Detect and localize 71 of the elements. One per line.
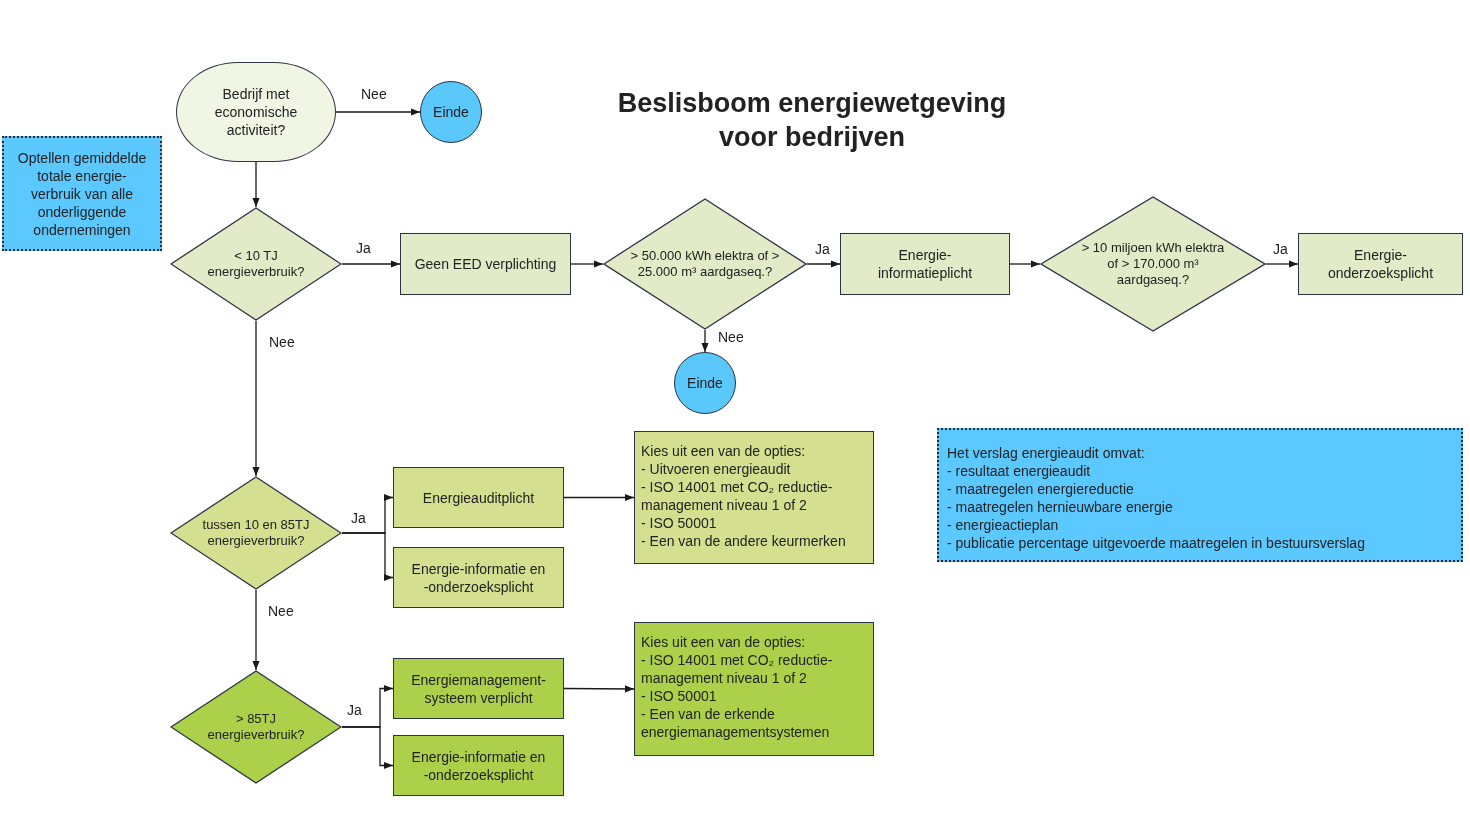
- process-box: [393, 467, 564, 528]
- list-item: - maatregelen hernieuwbare energie: [947, 498, 1173, 516]
- process-box: [393, 547, 564, 608]
- step-label: Energieauditplicht: [421, 488, 536, 507]
- question-text: > 10 miljoen kWh elektra of > 170.000 m³ aardgaseq.?: [1080, 240, 1226, 288]
- list-item: - ISO 50001: [641, 687, 717, 705]
- list-heading: Kies uit een van de opties:: [641, 442, 806, 460]
- step-label: Energiemanagement- systeem verplicht: [410, 670, 547, 707]
- arrow: [701, 329, 709, 353]
- process-box: [400, 233, 571, 295]
- arrow: [341, 260, 401, 268]
- question-text: > 85TJ energieverbruik?: [206, 711, 306, 743]
- list-item: - publicatie percentage uitgevoerde maatregelen in bestuursverslag: [947, 534, 1365, 552]
- arrow: [252, 320, 260, 477]
- process-box: [840, 233, 1010, 295]
- arrow: [1009, 260, 1041, 268]
- note-box: [2, 136, 162, 251]
- options-box: [634, 622, 874, 756]
- decision-diamond: [170, 207, 342, 321]
- process-box: [1298, 233, 1463, 295]
- decision-diamond: [170, 670, 342, 784]
- end-label: Einde: [687, 374, 723, 392]
- question-text: > 50.000 kWh elektra of > 25.000 m³ aardgaseq.?: [630, 248, 780, 280]
- step-label: Energie- informatieplicht: [876, 246, 974, 282]
- list-item: - ISO 14001 met CO₂ reductie- management niveau 1 of 2: [641, 651, 834, 687]
- arrow: [341, 726, 394, 770]
- edge-label: Ja: [1271, 241, 1290, 257]
- end-label: Einde: [433, 103, 469, 121]
- list-heading: Kies uit een van de opties:: [641, 633, 806, 651]
- list-item: - Een van de andere keurmerken: [641, 532, 846, 550]
- edge-label: Nee: [359, 86, 389, 102]
- edge-label: Nee: [267, 334, 297, 350]
- question-text: Bedrijf met economische activiteit?: [213, 85, 299, 139]
- decision-diamond: [603, 198, 807, 330]
- list-item: - Een van de erkende energiemanagementsystemen: [641, 705, 831, 741]
- step-label: Energie- onderzoeksplicht: [1326, 246, 1435, 282]
- list-item: - ISO 14001 met CO₂ reductie- management niveau 1 of 2: [641, 478, 834, 514]
- note-text: Optellen gemiddelde totale energie- verbruik van alle onderliggende ondernemingen: [16, 148, 148, 239]
- list-item: - energieactieplan: [947, 516, 1059, 534]
- arrow: [563, 685, 635, 693]
- arrow: [563, 493, 635, 502]
- arrow: [341, 532, 394, 582]
- arrow: [252, 589, 260, 671]
- edge-label: Nee: [716, 329, 746, 345]
- edge-label: Nee: [266, 603, 296, 619]
- edge-label: Ja: [345, 702, 364, 718]
- list-heading: Het verslag energieaudit omvat:: [947, 444, 1145, 462]
- step-label: Energie-informatie en -onderzoeksplicht: [410, 747, 547, 784]
- question-text: < 10 TJ energieverbruik?: [206, 248, 306, 280]
- arrow: [570, 260, 604, 268]
- list-item: - Uitvoeren energieaudit: [641, 460, 791, 478]
- note-box: [937, 428, 1463, 562]
- process-box: [393, 658, 564, 719]
- question-text: tussen 10 en 85TJ energieverbruik?: [201, 517, 311, 549]
- step-label: Energie-informatie en -onderzoeksplicht: [410, 559, 547, 596]
- arrow: [252, 161, 260, 208]
- arrow: [806, 260, 841, 268]
- edge-label: Ja: [349, 510, 368, 526]
- arrow: [335, 108, 421, 116]
- decision-diamond: [170, 476, 342, 590]
- process-box: [393, 735, 564, 796]
- list-item: - maatregelen energiereductie: [947, 480, 1134, 498]
- decision-diamond: [1040, 196, 1266, 332]
- arrow: [1265, 260, 1299, 268]
- edge-label: Ja: [813, 241, 832, 257]
- edge-label: Ja: [354, 240, 373, 256]
- list-item: - resultaat energieaudit: [947, 462, 1091, 480]
- step-label: Geen EED verplichting: [413, 255, 558, 273]
- list-item: - ISO 50001: [641, 514, 717, 532]
- diagram-title: Beslisboom energiewetgeving voor bedrijven: [616, 87, 1008, 154]
- options-box: [634, 431, 874, 564]
